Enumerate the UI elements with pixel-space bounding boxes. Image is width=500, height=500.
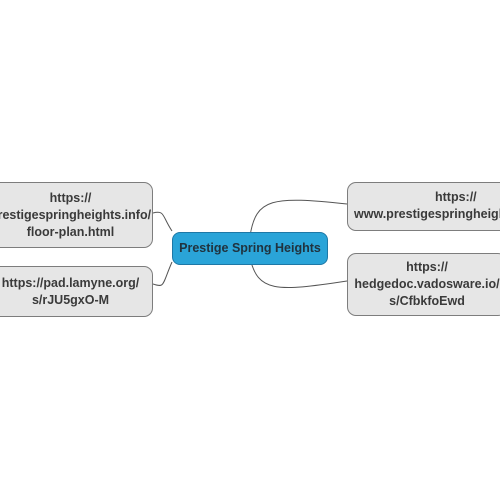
connector-right-top: [249, 199, 348, 237]
connector-right-bottom: [249, 257, 348, 288]
connector-left-bottom: [152, 261, 173, 286]
topic-left-bottom[interactable]: https://pad.lamyne.org/ s/rJU5gxO-M: [0, 266, 153, 317]
topic-right-top[interactable]: https:// www.prestigespringheights: [347, 182, 500, 231]
connector-left-top: [152, 211, 173, 232]
topic-right-top-line: https://: [435, 190, 477, 204]
topic-right-top-line: www.prestigespringheights: [354, 207, 500, 221]
topic-right-bottom[interactable]: https:// hedgedoc.vadosware.io/ s/Cfbkfo…: [347, 253, 500, 316]
central-topic[interactable]: Prestige Spring Heights: [172, 232, 328, 265]
topic-left-top[interactable]: https:// prestigespringheights.info/ flo…: [0, 182, 153, 248]
